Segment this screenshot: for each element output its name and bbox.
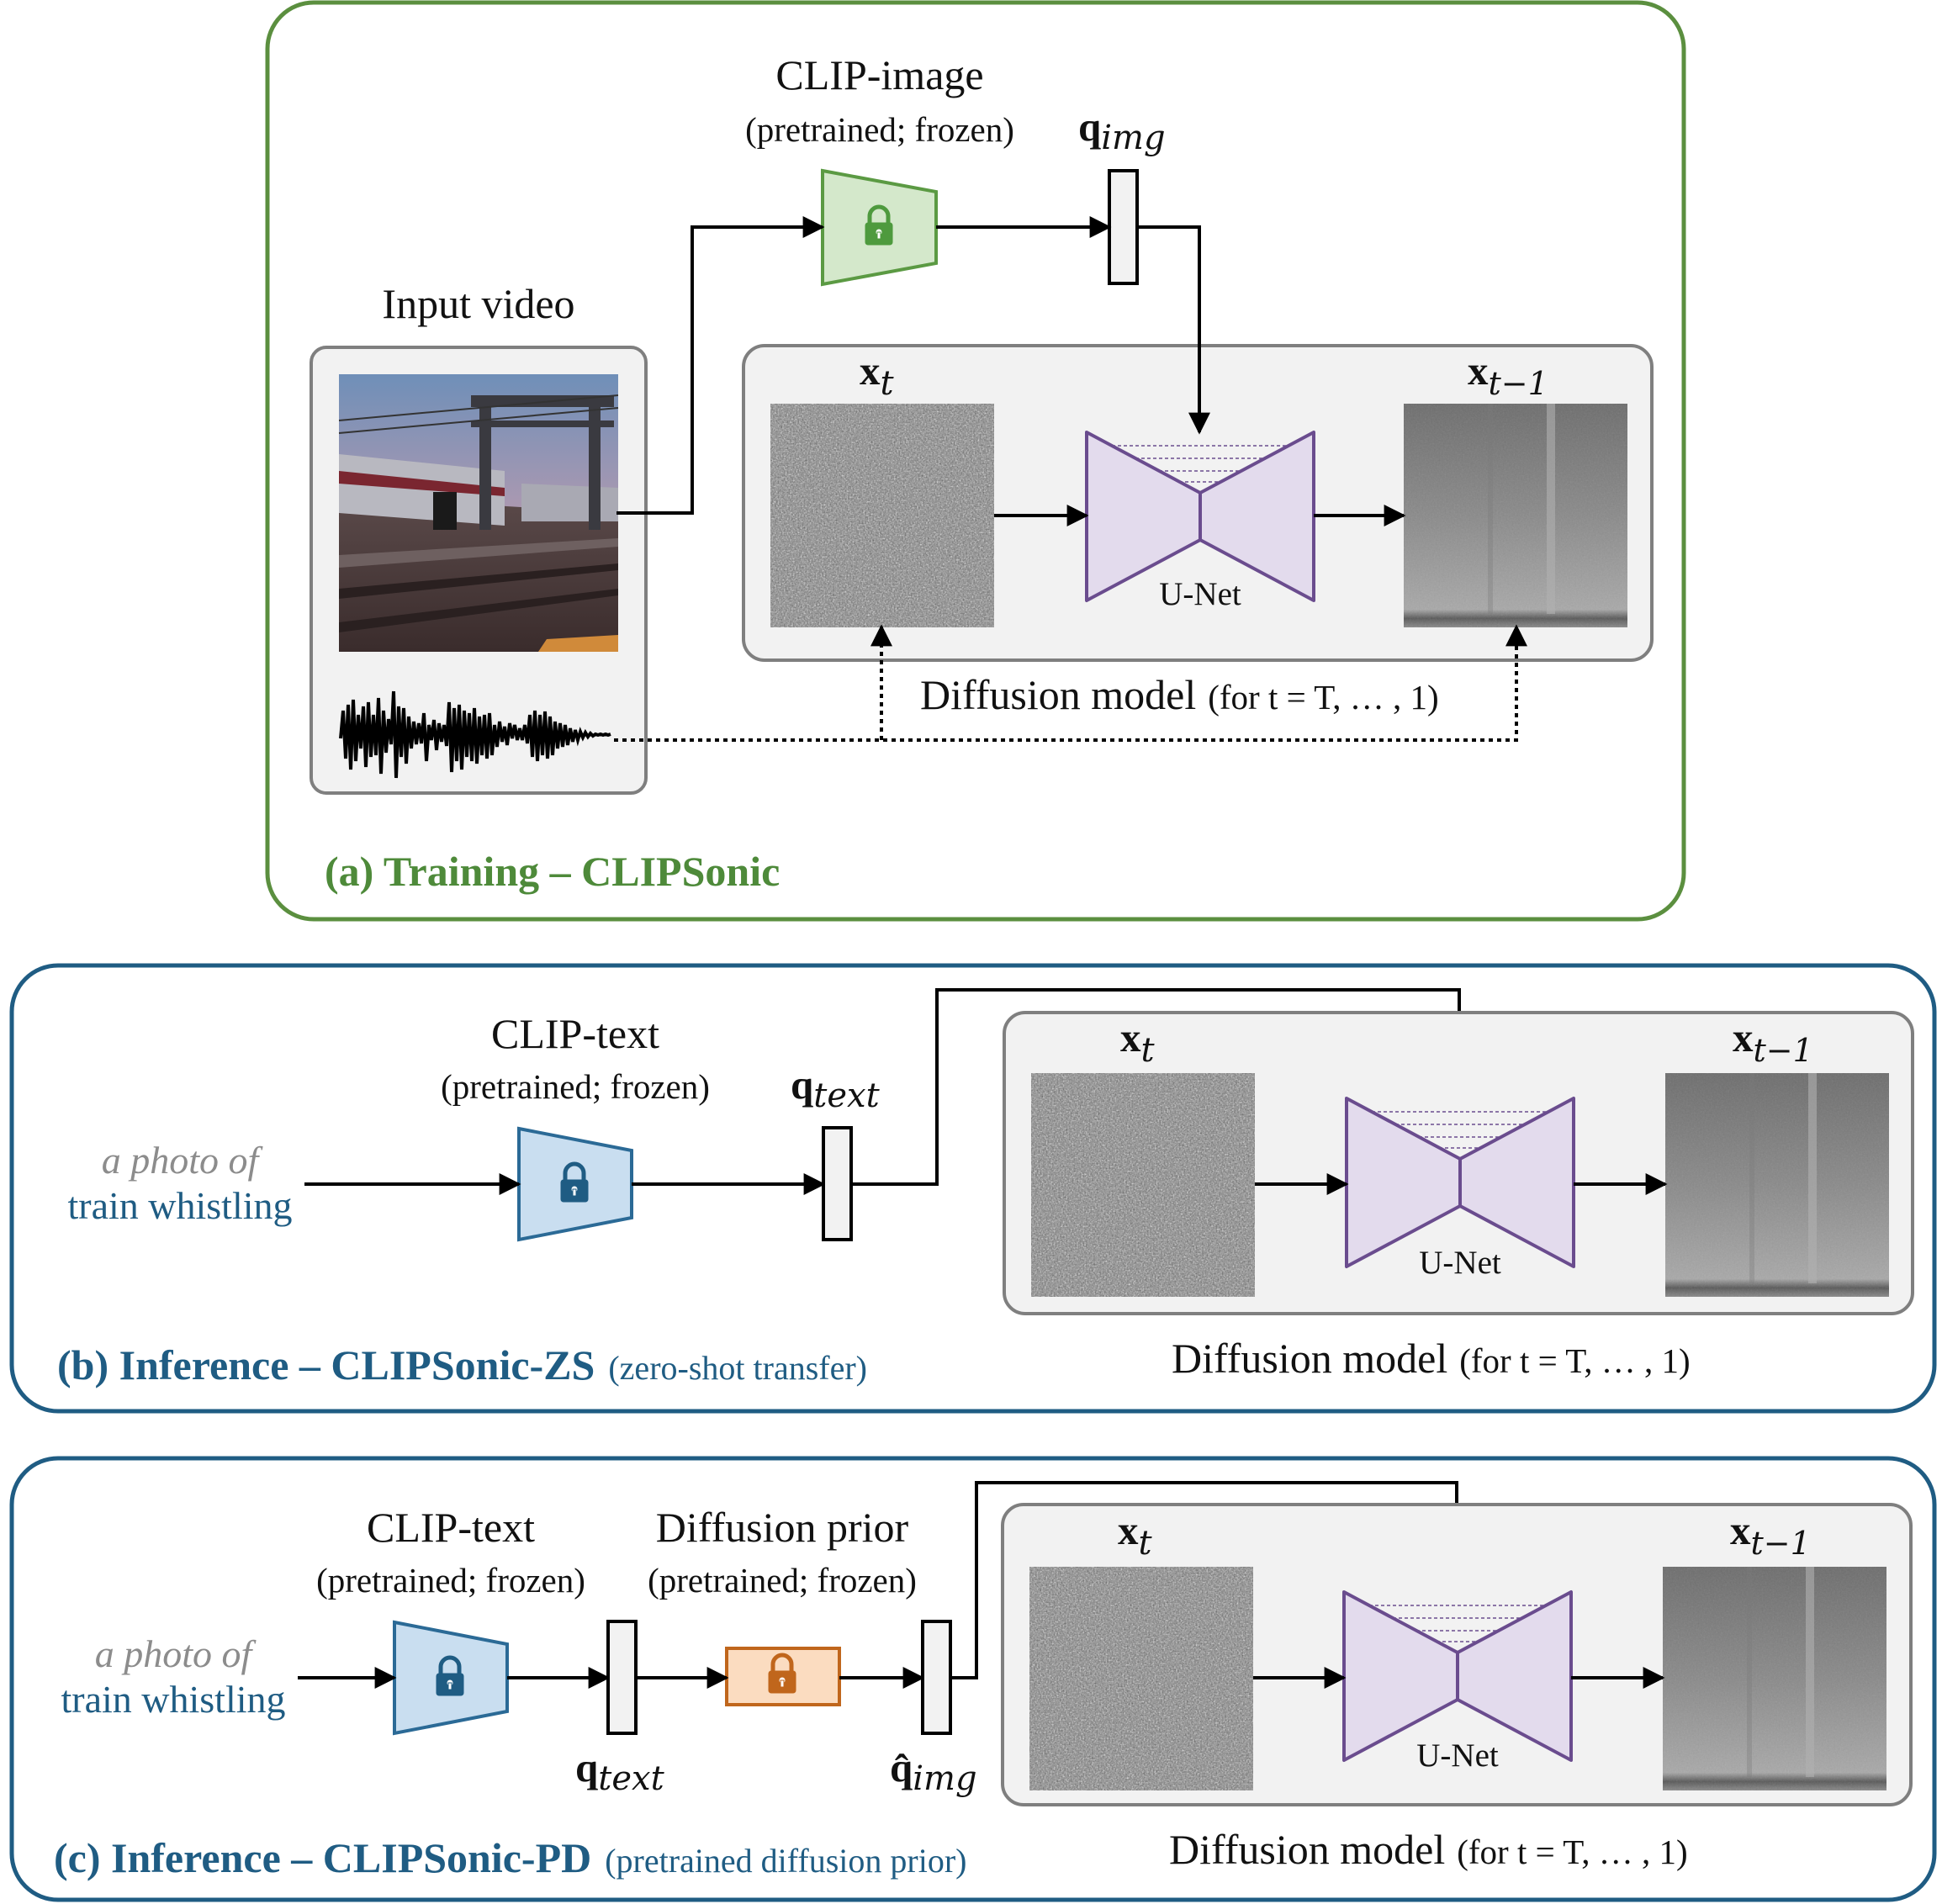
unet-label-c: U-Net bbox=[1416, 1737, 1499, 1774]
unet-label-a: U-Net bbox=[1159, 576, 1241, 612]
waveform bbox=[339, 690, 611, 779]
q-img-label: qimg bbox=[1078, 103, 1166, 157]
prompt-line2-c: train whistling bbox=[61, 1678, 285, 1721]
q-text-vector-c bbox=[606, 1620, 638, 1735]
clean-spectrogram-b bbox=[1665, 1073, 1889, 1297]
noisy-spectrogram-c bbox=[1029, 1567, 1253, 1790]
input-video-label: Input video bbox=[382, 280, 574, 327]
q-text-label-c: qtext bbox=[575, 1744, 665, 1798]
clip-text-subtitle-b: (pretrained; frozen) bbox=[441, 1067, 710, 1106]
noisy-spectrogram-b bbox=[1031, 1073, 1255, 1297]
q-text-label-b: qtext bbox=[791, 1061, 881, 1115]
prior-title-c: Diffusion prior bbox=[656, 1504, 909, 1551]
caption-b: (b) Inference – CLIPSonic-ZS(zero-shot t… bbox=[57, 1341, 867, 1388]
xt-label-b: xt bbox=[1120, 1014, 1156, 1070]
prompt-line1-c: a photo of bbox=[95, 1632, 257, 1675]
panel-b: a photo of train whistling CLIP-text (pr… bbox=[9, 963, 1937, 1414]
q-img-label-c: q̂img bbox=[890, 1744, 977, 1798]
unet-label-b: U-Net bbox=[1419, 1245, 1501, 1281]
train-photo bbox=[338, 374, 619, 652]
panel-a: CLIP-image (pretrained; frozen) qimg Inp… bbox=[265, 0, 1686, 922]
q-text-vector-b bbox=[822, 1126, 853, 1241]
xt1-label-b: xt−1 bbox=[1733, 1014, 1813, 1069]
diffusion-label-a: Diffusion model(for t = T, … , 1) bbox=[920, 671, 1439, 718]
panel-c: a photo of train whistling CLIP-text (pr… bbox=[9, 1456, 1937, 1902]
xt-label-a: xt bbox=[860, 347, 895, 403]
q-img-vector bbox=[1108, 169, 1139, 285]
prompt-line2-b: train whistling bbox=[67, 1184, 292, 1227]
clean-spectrogram-c bbox=[1663, 1567, 1886, 1790]
noisy-spectrogram-a bbox=[770, 404, 994, 627]
xt-label-c: xt bbox=[1118, 1507, 1153, 1563]
caption-a: (a) Training – CLIPSonic bbox=[325, 848, 780, 895]
diffusion-label-b: Diffusion model(for t = T, … , 1) bbox=[1172, 1335, 1691, 1382]
clip-text-title-c: CLIP-text bbox=[367, 1504, 535, 1551]
clip-image-subtitle: (pretrained; frozen) bbox=[745, 110, 1014, 149]
xt1-label-a: xt−1 bbox=[1468, 347, 1548, 402]
clip-text-title-b: CLIP-text bbox=[491, 1010, 659, 1057]
q-img-vector-c bbox=[921, 1620, 952, 1735]
prior-subtitle-c: (pretrained; frozen) bbox=[648, 1561, 917, 1600]
clip-text-subtitle-c: (pretrained; frozen) bbox=[316, 1561, 585, 1600]
xt1-label-c: xt−1 bbox=[1730, 1507, 1811, 1562]
clip-image-title: CLIP-image bbox=[775, 51, 983, 98]
caption-c: (c) Inference – CLIPSonic-PD(pretrained … bbox=[54, 1834, 966, 1881]
diffusion-label-c: Diffusion model(for t = T, … , 1) bbox=[1169, 1826, 1688, 1873]
clean-spectrogram-a bbox=[1404, 404, 1627, 627]
prompt-line1-b: a photo of bbox=[102, 1139, 264, 1182]
